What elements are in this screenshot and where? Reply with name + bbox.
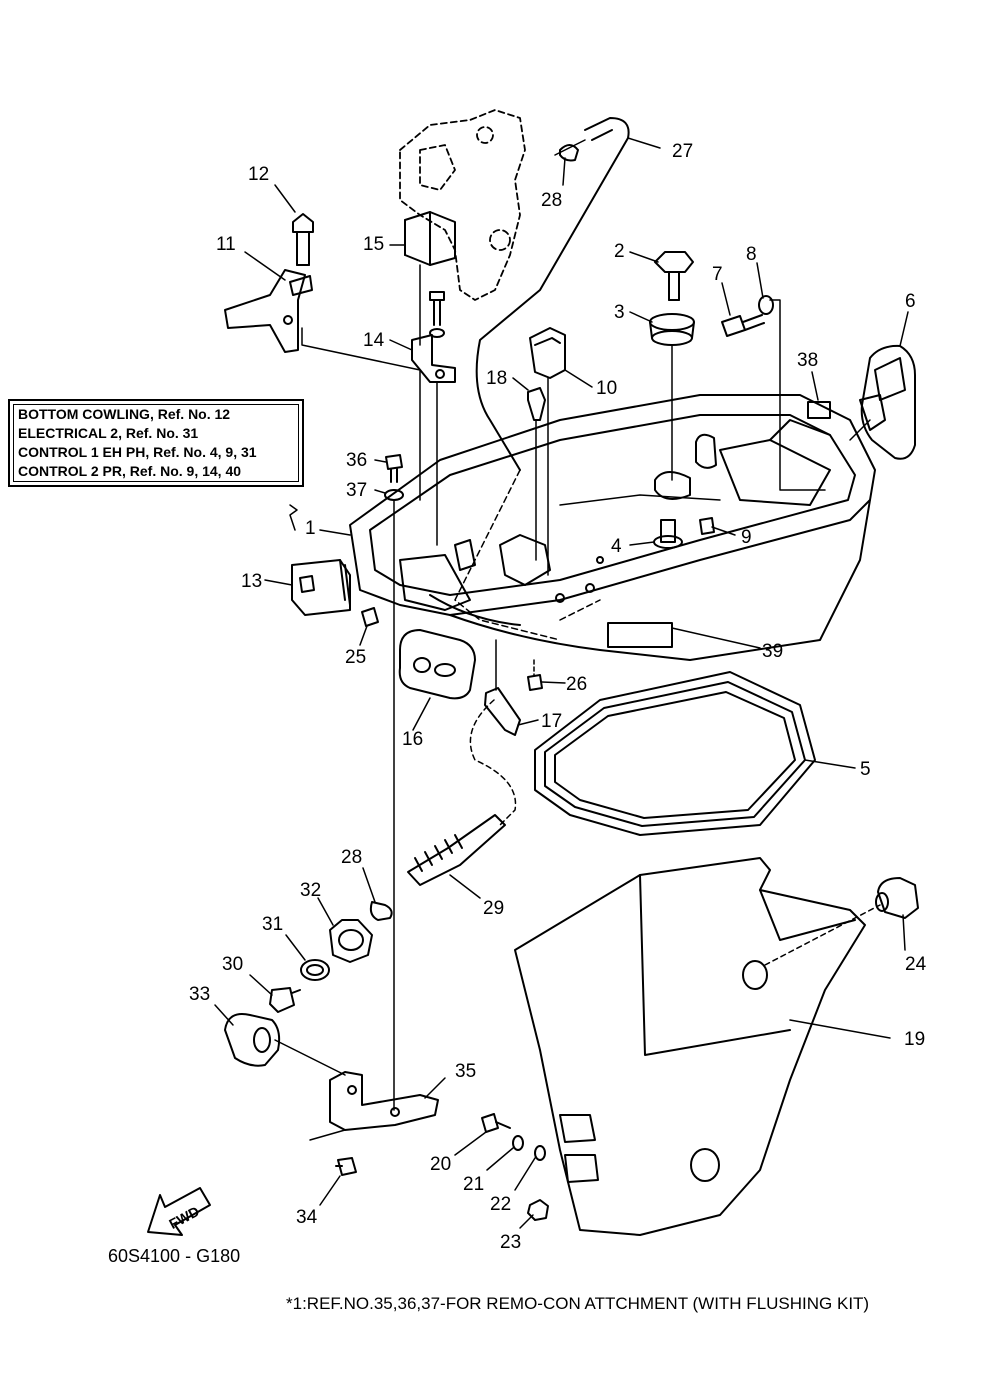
legend-line-control-1: CONTROL 1 EH PH, Ref. No. 4, 9, 31 <box>18 444 257 460</box>
leader-lines <box>214 137 909 1229</box>
callout-5: 5 <box>860 759 871 780</box>
callout-19: 19 <box>904 1029 925 1050</box>
clip-17 <box>484 687 521 736</box>
callout-10: 10 <box>596 378 617 399</box>
callout-35: 35 <box>455 1061 476 1082</box>
callout-25: 25 <box>345 647 366 668</box>
screw-18 <box>527 387 546 421</box>
callout-2: 2 <box>614 241 625 262</box>
callout-4: 4 <box>611 536 622 557</box>
callout-37: 37 <box>346 480 367 501</box>
callout-31: 31 <box>262 914 283 935</box>
callout-6: 6 <box>905 291 916 312</box>
legend-line-bottom-cowling: BOTTOM COWLING, Ref. No. 12 <box>18 406 231 422</box>
washer-22 <box>534 1145 546 1161</box>
callout-13: 13 <box>241 571 262 592</box>
legend-line-control-2: CONTROL 2 PR, Ref. No. 9, 14, 40 <box>18 463 242 479</box>
callout-34: 34 <box>296 1207 318 1228</box>
legend-line-electrical-2: ELECTRICAL 2, Ref. No. 31 <box>18 425 199 441</box>
callout-22: 22 <box>490 1194 511 1215</box>
callout-24: 24 <box>905 954 927 975</box>
callout-39: 39 <box>762 641 783 662</box>
plug-10 <box>529 327 566 379</box>
callout-14: 14 <box>363 330 385 351</box>
callout-33: 33 <box>189 984 210 1005</box>
grommet-3 <box>649 313 695 346</box>
washer-21 <box>512 1135 524 1151</box>
harness-29 <box>407 814 506 886</box>
callout-36: 36 <box>346 450 367 471</box>
callout-7: 7 <box>712 264 723 285</box>
nut-23 <box>527 1199 549 1221</box>
bracket-14 <box>411 334 456 383</box>
bolt-2 <box>654 251 694 301</box>
bolt-7 <box>721 314 765 337</box>
label-38 <box>807 401 831 419</box>
callout-23: 23 <box>500 1232 521 1253</box>
cap-33 <box>224 1013 281 1067</box>
washer-8 <box>758 295 774 315</box>
callout-32: 32 <box>300 880 321 901</box>
grommet-24 <box>875 877 919 919</box>
nut-32 <box>329 919 373 963</box>
callout-28-lower: 28 <box>341 847 362 868</box>
ring-31 <box>300 959 330 981</box>
fwd-arrow-icon: FWD <box>147 1187 211 1236</box>
engine-block-outline <box>399 109 526 301</box>
washer-37 <box>384 489 404 501</box>
callout-12: 12 <box>248 164 269 185</box>
callout-20: 20 <box>430 1154 451 1175</box>
callout-17: 17 <box>541 711 562 732</box>
callout-3: 3 <box>614 302 625 323</box>
bracket-35 <box>329 1071 439 1131</box>
reference-legend: BOTTOM COWLING, Ref. No. 12 ELECTRICAL 2… <box>8 399 304 487</box>
screw-20 <box>481 1113 511 1133</box>
bolt-30 <box>269 987 301 1013</box>
collar-4 <box>653 519 683 549</box>
callout-15: 15 <box>363 234 384 255</box>
seal-5 <box>534 671 816 836</box>
callout-26: 26 <box>566 674 587 695</box>
callout-28-upper: 28 <box>541 190 562 211</box>
callout-1: 1 <box>305 518 316 539</box>
callout-8: 8 <box>746 244 757 265</box>
hidden-lines <box>454 469 601 641</box>
label-25 <box>361 607 379 627</box>
bolt-36 <box>385 454 403 483</box>
footnote: *1:REF.NO.35,36,37-FOR REMO-CON ATTCHMEN… <box>286 1294 870 1313</box>
bracket-6 <box>859 344 916 460</box>
callout-27: 27 <box>672 141 693 162</box>
clip-28-lower <box>369 901 393 921</box>
clip-28-upper <box>559 144 579 162</box>
callout-21: 21 <box>463 1174 484 1195</box>
clip-15 <box>404 211 456 266</box>
callout-18: 18 <box>486 368 507 389</box>
callout-38: 38 <box>797 350 818 371</box>
hose-27 <box>475 117 630 471</box>
screw-9 <box>699 517 715 535</box>
lower-cover-19 <box>514 857 866 1236</box>
bracket-11 <box>224 269 313 353</box>
bottom-cowling <box>349 394 876 661</box>
cover-13 <box>291 559 351 616</box>
callout-29: 29 <box>483 898 504 919</box>
screw-34 <box>335 1157 357 1176</box>
grommet-16 <box>398 629 476 700</box>
callout-16: 16 <box>402 729 423 750</box>
diagram-code: 60S4100 - G180 <box>108 1246 241 1266</box>
callout-9: 9 <box>741 527 752 548</box>
screw-14 <box>429 291 445 338</box>
callout-30: 30 <box>222 954 243 975</box>
screw-26 <box>527 674 543 691</box>
bolt-12 <box>292 213 314 266</box>
callout-11: 11 <box>216 234 236 255</box>
